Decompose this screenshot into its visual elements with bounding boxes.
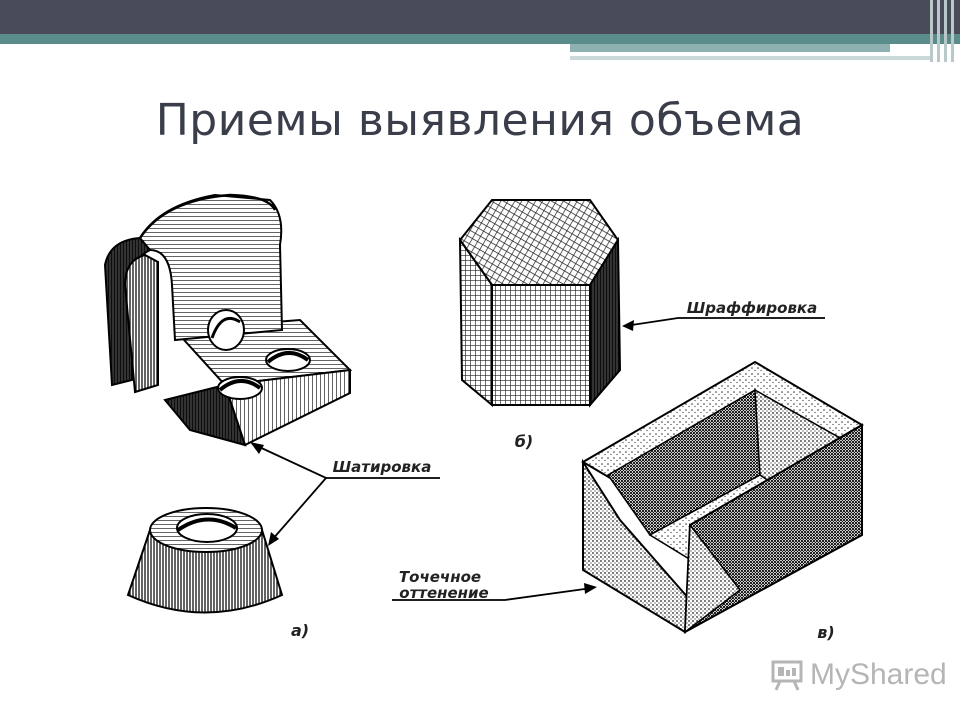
bracket-part bbox=[103, 193, 353, 447]
figure-label-b: б) bbox=[515, 432, 533, 451]
accent-stripe-tertiary bbox=[570, 56, 930, 60]
hexagonal-prism bbox=[458, 199, 622, 408]
arrowhead-cone bbox=[268, 532, 279, 546]
header-bar bbox=[0, 0, 960, 34]
label-dotted-line1: Точечное bbox=[399, 568, 481, 586]
presentation-board-icon bbox=[771, 660, 803, 691]
arrowheads bbox=[250, 320, 634, 594]
slide-title: Приемы выявления объема bbox=[155, 95, 805, 146]
decorative-vertical-lines bbox=[928, 0, 956, 62]
watermark: MyShared bbox=[770, 655, 947, 695]
arrowhead-bracket bbox=[250, 442, 264, 454]
watermark-text: MyShared bbox=[810, 658, 947, 691]
accent-stripe bbox=[0, 34, 960, 44]
label-shading: Шатировка bbox=[333, 458, 432, 476]
open-box bbox=[581, 360, 864, 634]
arrowhead-box bbox=[584, 583, 597, 594]
figure-label-a: а) bbox=[291, 621, 309, 640]
figure-label-c: в) bbox=[817, 623, 834, 642]
leader-lines bbox=[254, 317, 825, 601]
accent-stripe-secondary bbox=[570, 44, 890, 52]
label-hatching: Шраффировка bbox=[687, 299, 818, 317]
arrowhead-hatching bbox=[622, 320, 634, 331]
truncated-cone bbox=[126, 507, 284, 614]
label-dotted-line2: оттенение bbox=[399, 584, 488, 602]
